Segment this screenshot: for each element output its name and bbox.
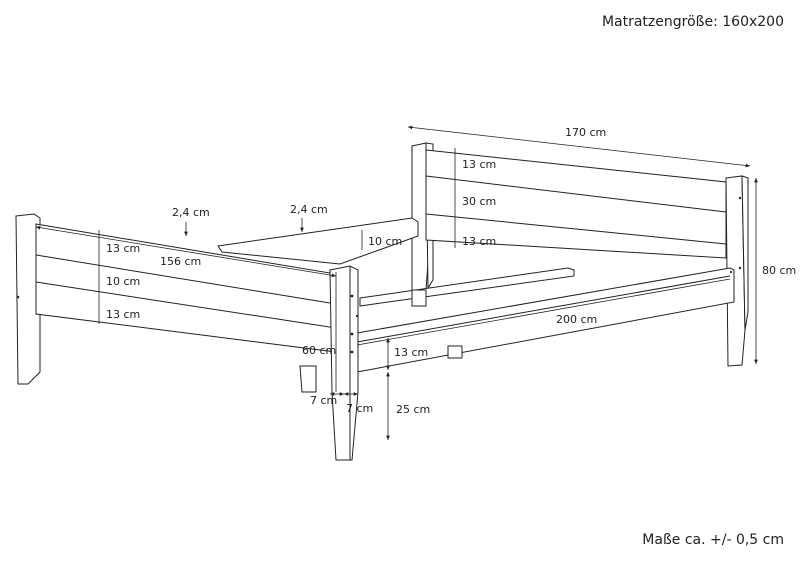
dimension-lines bbox=[35, 125, 758, 440]
dim-foot-board-mid: 10 cm bbox=[106, 275, 140, 288]
dim-foot-board-top: 13 cm bbox=[106, 242, 140, 255]
dim-foot-height: 60 cm bbox=[302, 344, 336, 357]
dim-thickness-right: 2,4 cm bbox=[290, 203, 328, 216]
dim-thickness-left: 2,4 cm bbox=[172, 206, 210, 219]
dim-head-board-mid: 30 cm bbox=[462, 195, 496, 208]
tolerance-note: Maße ca. +/- 0,5 cm bbox=[642, 532, 784, 548]
dim-side-rail-height: 13 cm bbox=[394, 346, 428, 359]
dim-leg-width-a: 7 cm bbox=[310, 394, 337, 407]
dim-head-board-top: 13 cm bbox=[462, 158, 496, 171]
dim-head-board-bottom: 13 cm bbox=[462, 235, 496, 248]
dim-side-rail-length: 200 cm bbox=[556, 313, 597, 326]
dim-clearance: 25 cm bbox=[396, 403, 430, 416]
dim-rail-height: 10 cm bbox=[368, 235, 402, 248]
headboard bbox=[411, 142, 749, 367]
mattress-size-label: Matratzengröße: 160x200 bbox=[601, 14, 784, 30]
dim-foot-board-bottom: 13 cm bbox=[106, 308, 140, 321]
dim-height-head: 80 cm bbox=[762, 264, 796, 277]
dim-width-total: 170 cm bbox=[565, 126, 606, 139]
dim-foot-width: 156 cm bbox=[160, 255, 201, 268]
dim-leg-width-b: 7 cm bbox=[346, 402, 373, 415]
